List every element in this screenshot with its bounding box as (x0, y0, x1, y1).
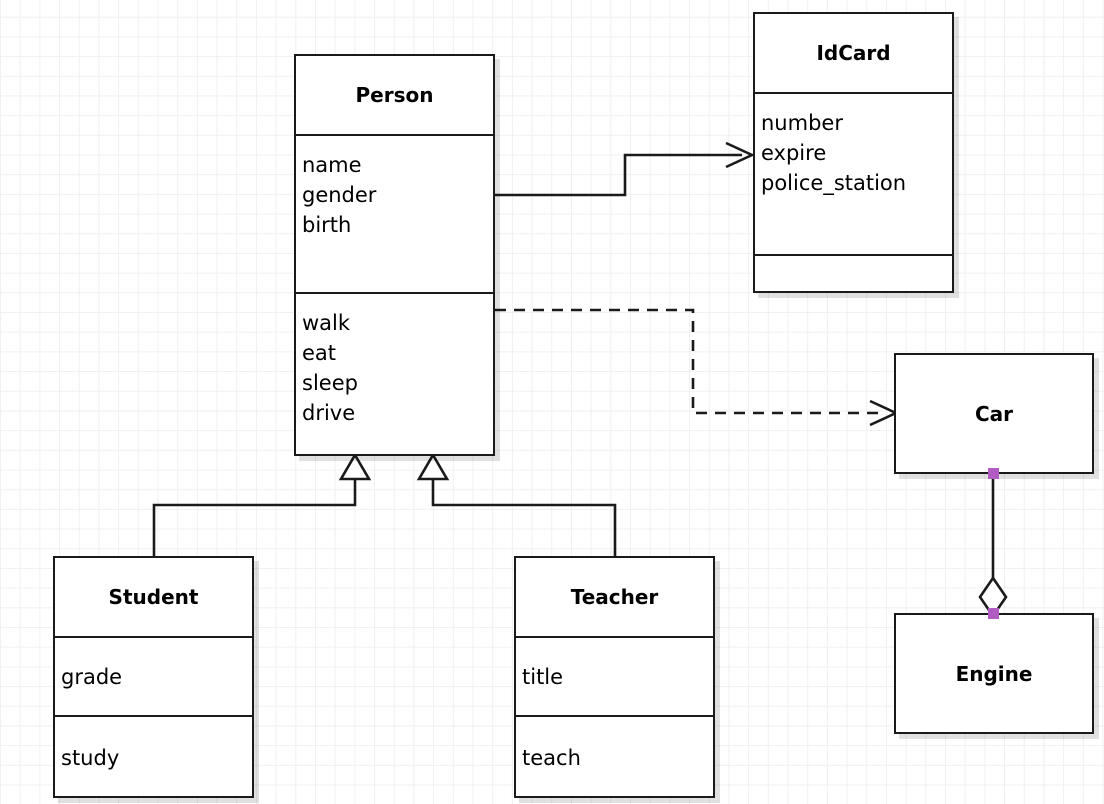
class-box-person[interactable]: Person name gender birth walk eat sleep … (294, 54, 495, 456)
attribute-item: title (522, 664, 564, 689)
edge-person-idcard[interactable] (495, 141, 756, 197)
class-box-teacher[interactable]: Teacher title teach (514, 556, 715, 798)
method-item: eat (302, 341, 337, 365)
class-name-label: IdCard (816, 41, 891, 65)
class-attributes-person: name gender birth (296, 134, 493, 292)
class-box-engine[interactable]: Engine (894, 613, 1094, 734)
class-methods-student: study (55, 715, 252, 798)
class-methods-person: walk eat sleep drive (296, 292, 493, 458)
class-title-engine: Engine (896, 615, 1092, 732)
edge-handle-engine-end[interactable] (988, 608, 999, 619)
method-item: sleep (302, 371, 358, 395)
class-box-idcard[interactable]: IdCard number expire police_station (753, 12, 954, 293)
method-item: study (61, 745, 120, 770)
class-title-student: Student (55, 558, 252, 636)
class-name-label: Person (355, 83, 434, 107)
class-attributes-teacher: title (516, 636, 713, 715)
attribute-item: gender (302, 183, 377, 207)
attribute-item: number (761, 111, 843, 135)
edge-handle-car-end[interactable] (988, 468, 999, 479)
edge-student-person[interactable] (152, 452, 372, 557)
class-methods-teacher: teach (516, 715, 713, 798)
class-name-label: Car (974, 401, 1014, 426)
attribute-item: name (302, 153, 362, 177)
class-title-person: Person (296, 56, 493, 134)
class-attributes-idcard: number expire police_station (755, 92, 952, 254)
class-attributes-student: grade (55, 636, 252, 715)
attribute-item: expire (761, 141, 827, 165)
class-title-car: Car (896, 355, 1092, 472)
edge-teacher-person[interactable] (416, 452, 617, 557)
attribute-item: birth (302, 213, 352, 237)
method-item: drive (302, 401, 356, 425)
class-name-label: Teacher (570, 585, 659, 609)
method-item: walk (302, 311, 351, 335)
class-name-label: Student (108, 585, 199, 609)
method-item: teach (522, 745, 581, 770)
class-name-label: Engine (955, 661, 1033, 686)
class-title-teacher: Teacher (516, 558, 713, 636)
attribute-item: police_station (761, 171, 907, 195)
class-box-car[interactable]: Car (894, 353, 1094, 474)
edge-car-engine[interactable] (978, 473, 1008, 619)
class-methods-idcard (755, 254, 952, 291)
attribute-item: grade (61, 664, 123, 689)
class-box-student[interactable]: Student grade study (53, 556, 254, 798)
class-title-idcard: IdCard (755, 14, 952, 92)
edge-person-car[interactable] (495, 308, 900, 427)
